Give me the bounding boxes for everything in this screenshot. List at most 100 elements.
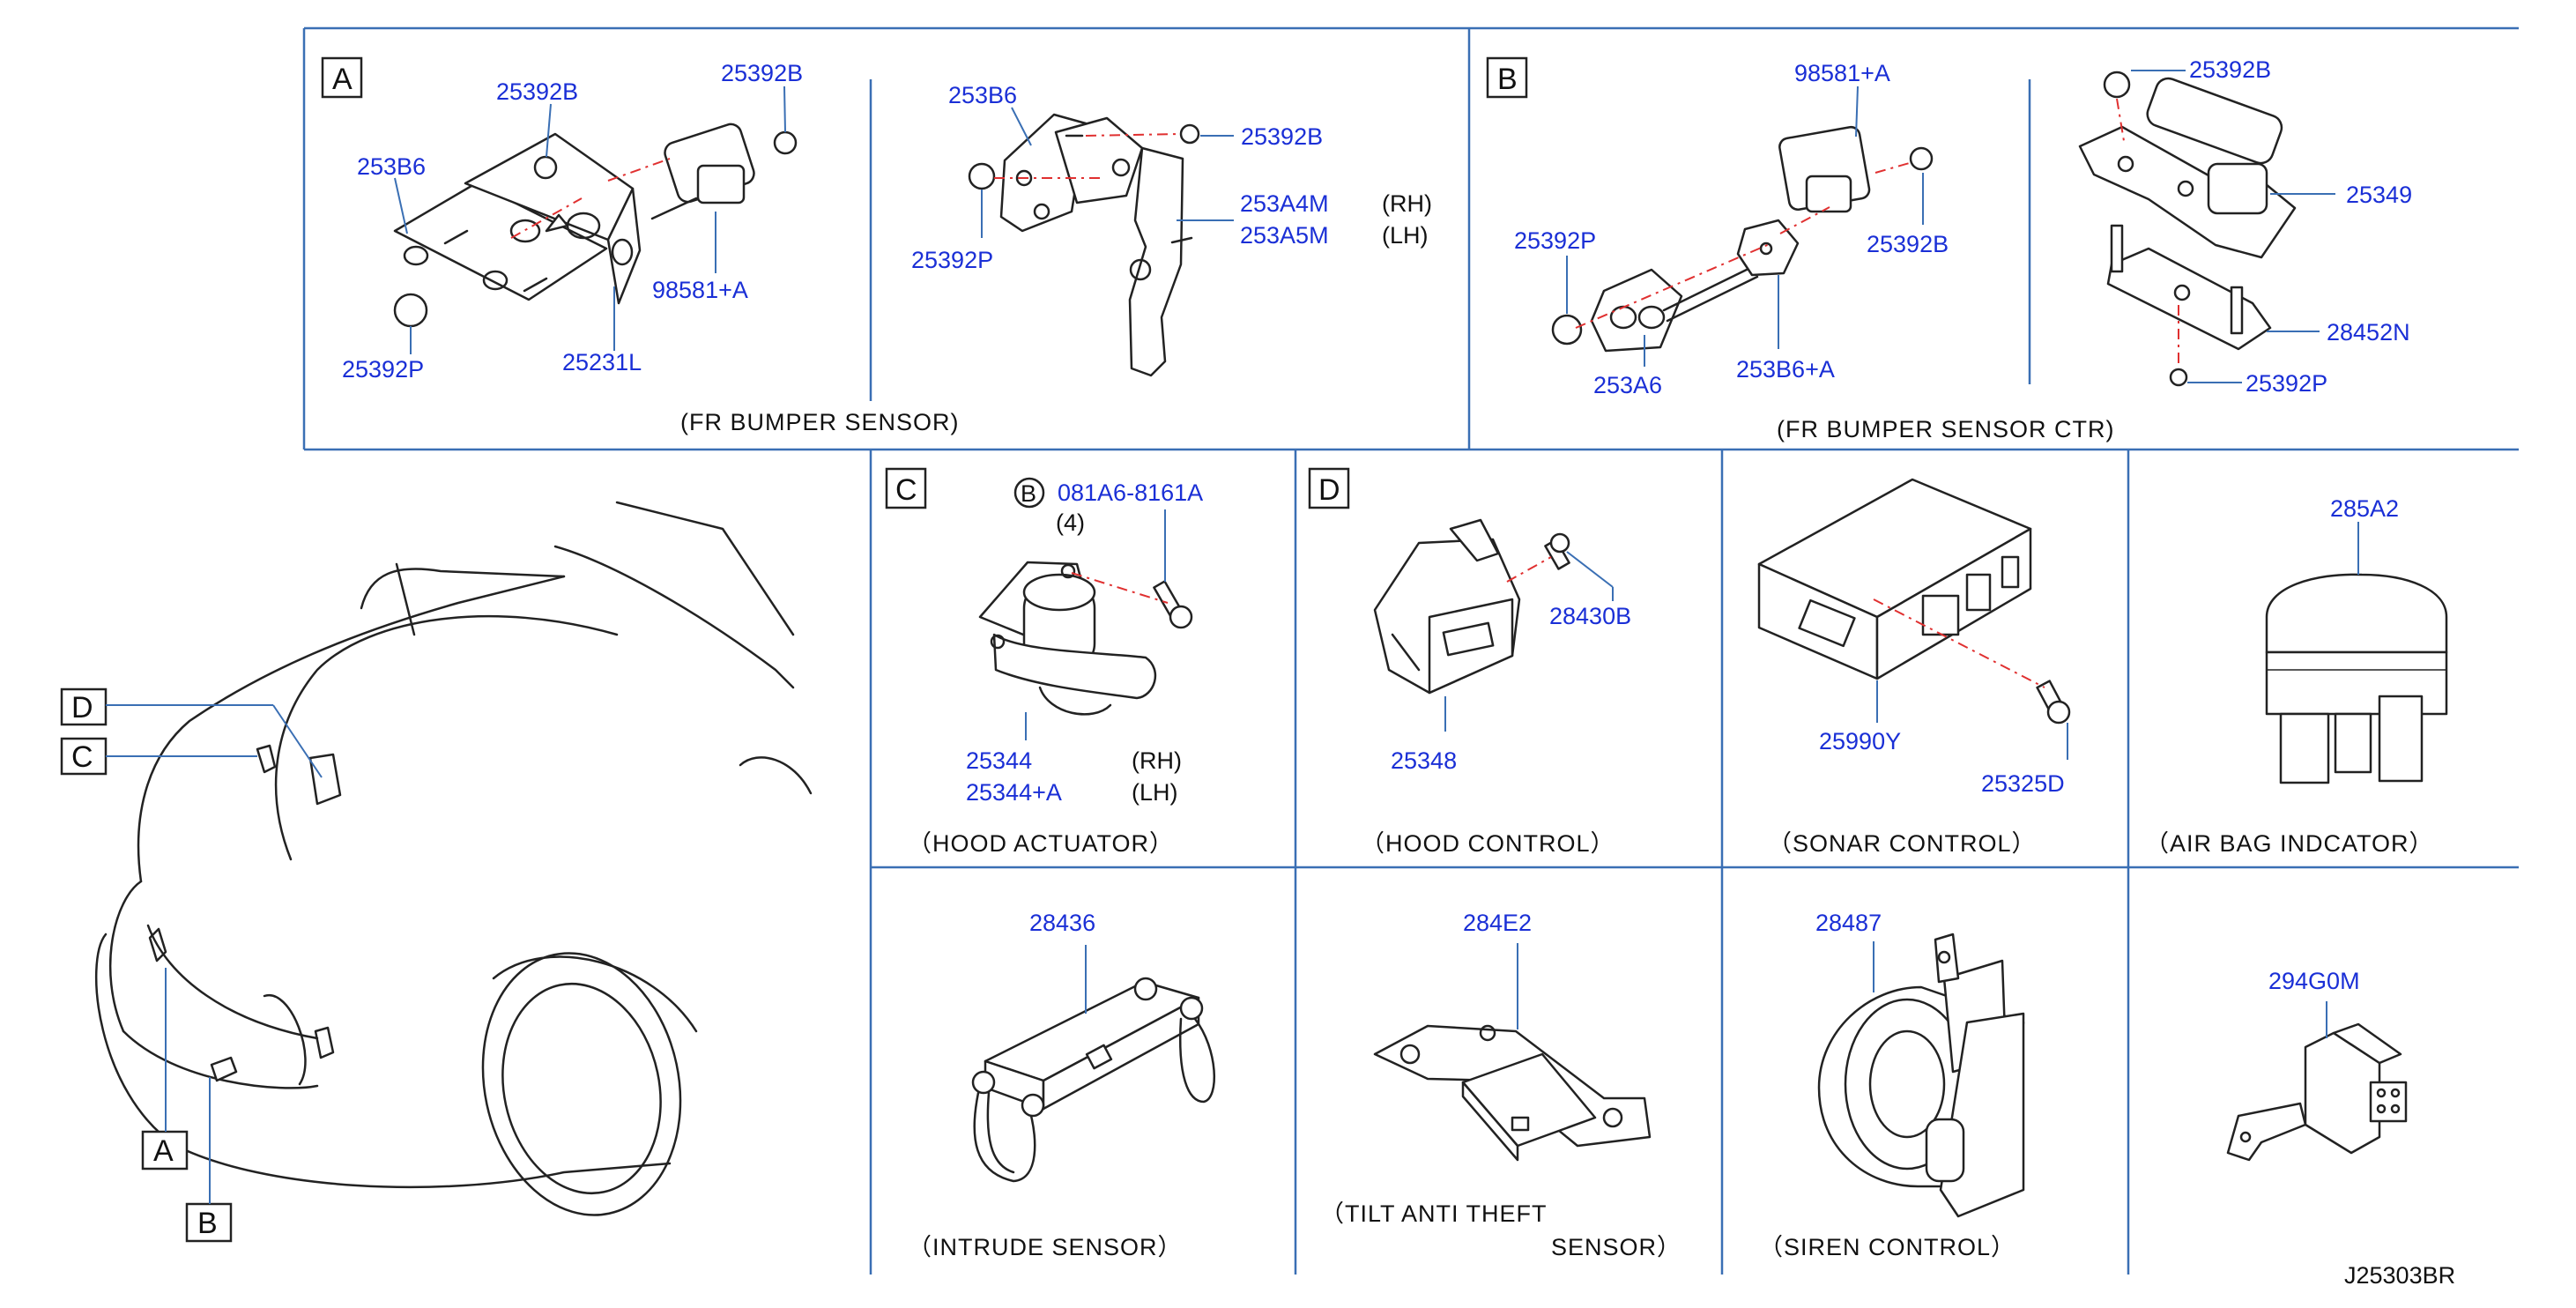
part-label-25392b-arm: 25392B <box>1241 123 1323 150</box>
assembly-dashline <box>2116 98 2125 142</box>
caption-fr-bumper-sensor-ctr: (FR BUMPER SENSOR CTR) <box>1777 416 2115 442</box>
part-label-253b6: 253B6 <box>357 153 426 180</box>
part-label-081a6-8161a: 081A6-8161A <box>1058 479 1203 506</box>
part-label-253a4m: 253A4M <box>1240 190 1329 217</box>
section-intrude: 28436 （INTRUDE SENSOR） <box>908 910 1216 1260</box>
hood-control-illustration <box>1373 518 1570 695</box>
assembly-dashline <box>607 158 671 182</box>
bumper-sensor-bracket-illustration <box>393 123 798 328</box>
section-a-letter-box <box>321 56 363 99</box>
sensor-ctr-bracket-illustration <box>2078 71 2297 387</box>
tilt-sensor-illustration <box>1373 1024 1652 1162</box>
bolt-marker-letter: B <box>1021 480 1036 507</box>
part-label-28487: 28487 <box>1815 910 1882 936</box>
side-rh-label-c: (RH) <box>1132 747 1182 774</box>
assembly-dashline <box>1779 206 1830 234</box>
caption-fr-bumper-sensor: (FR BUMPER SENSOR) <box>680 409 960 435</box>
bolt-quantity: (4) <box>1056 509 1085 536</box>
section-d-letter-box <box>1308 467 1350 509</box>
callout-b-box <box>185 1202 233 1243</box>
assembly-dashline <box>1071 572 1169 604</box>
section-tilt: 284E2 （TILT ANTI THEFT SENSOR） <box>1320 910 1681 1260</box>
diagram-code: J25303BR <box>2344 1262 2455 1289</box>
assembly-dashline <box>1873 598 2045 688</box>
part-label-25348: 25348 <box>1391 747 1457 774</box>
part-label-28430b: 28430B <box>1549 603 1631 629</box>
section-c-letter-box <box>885 467 927 509</box>
caption-hood-actuator: （HOOD ACTUATOR） <box>908 830 1174 857</box>
side-lh-label-c: (LH) <box>1132 779 1178 806</box>
section-a: A 25392B 2 <box>321 56 1432 435</box>
caption-tilt-line2: SENSOR） <box>1551 1234 1681 1260</box>
section-misc: 294G0M <box>2226 968 2408 1162</box>
callout-d: D <box>71 691 93 725</box>
part-label-25344: 25344 <box>966 747 1032 774</box>
part-label-253a6: 253A6 <box>1593 372 1662 398</box>
assembly-dashline <box>510 197 583 239</box>
hood-actuator-illustration <box>978 561 1193 716</box>
part-label-25392b-ctr-2: 25392B <box>2189 56 2271 83</box>
section-c-letter: C <box>895 473 917 507</box>
section-b-letter: B <box>1497 63 1518 96</box>
section-b: B 98581+A 25392P 25392B 253A6 253B6+A <box>1486 56 2412 442</box>
callout-a: A <box>153 1134 174 1168</box>
vehicle-overview-illustration <box>94 501 813 1216</box>
part-label-25990y: 25990Y <box>1819 728 1901 754</box>
part-label-285a2: 285A2 <box>2330 495 2399 522</box>
part-label-25325d: 25325D <box>1981 770 2065 797</box>
section-sonar: 25990Y 25325D （SONAR CONTROL） <box>1757 478 2071 857</box>
section-siren: 28487 （SIREN CONTROL） <box>1759 910 2025 1260</box>
grid-frame <box>302 26 2519 1275</box>
section-d: D 28430B 25348 （HOOD CONTROL） <box>1308 467 1631 857</box>
caption-sonar-control: （SONAR CONTROL） <box>1768 830 2037 857</box>
section-airbag: 285A2 （AIR BAG INDCATOR） <box>2145 495 2448 857</box>
part-label-25392p-ctr-2: 25392P <box>2246 370 2327 397</box>
part-label-25392b: 25392B <box>496 78 578 105</box>
part-label-25392b-2: 25392B <box>721 60 803 86</box>
caption-airbag-indicator: （AIR BAG INDCATOR） <box>2145 830 2434 857</box>
section-a-letter: A <box>332 63 353 96</box>
callout-c: C <box>71 740 93 774</box>
part-label-25231l: 25231L <box>562 349 642 375</box>
part-label-98581a-ctr: 98581+A <box>1794 60 1890 86</box>
part-label-25344a: 25344+A <box>966 779 1062 806</box>
part-label-28436: 28436 <box>1029 910 1095 936</box>
callout-c-box <box>60 737 108 776</box>
side-rh-label: (RH) <box>1382 190 1432 217</box>
part-label-253b6-arm: 253B6 <box>948 82 1017 108</box>
caption-siren-control: （SIREN CONTROL） <box>1759 1234 2016 1260</box>
intrude-sensor-illustration <box>971 977 1216 1183</box>
siren-control-illustration <box>1817 933 2025 1218</box>
callout-d-box <box>60 687 108 726</box>
bolt-marker-circle <box>1013 477 1045 509</box>
caption-intrude-sensor: （INTRUDE SENSOR） <box>908 1234 1183 1260</box>
callout-b: B <box>197 1207 218 1240</box>
part-label-25392b-ctr: 25392B <box>1867 231 1949 257</box>
bumper-sensor-ctr-illustration <box>1551 125 1934 353</box>
airbag-indicator-illustration <box>2265 573 2448 784</box>
part-label-25392p: 25392P <box>342 356 424 383</box>
part-label-28452n: 28452N <box>2327 319 2410 346</box>
section-b-letter-box <box>1486 56 1528 99</box>
assembly-dashline <box>1874 161 1913 174</box>
caption-tilt-line1: （TILT ANTI THEFT <box>1320 1200 1548 1227</box>
part-label-98581a: 98581+A <box>652 277 748 303</box>
assembly-dashline <box>1506 556 1552 583</box>
assembly-dashline <box>1085 133 1182 137</box>
section-c: C B 081A6-8161A (4) 25344 25344+A (RH) (… <box>885 467 1203 857</box>
part-label-25349: 25349 <box>2346 182 2412 208</box>
part-label-25392p-arm: 25392P <box>911 247 993 273</box>
sonar-control-illustration <box>1757 478 2071 725</box>
part-label-25392p-ctr: 25392P <box>1514 227 1596 254</box>
section-d-letter: D <box>1318 473 1340 507</box>
caption-hood-control: （HOOD CONTROL） <box>1361 830 1615 857</box>
part-label-253b6a: 253B6+A <box>1736 356 1835 383</box>
module-294g0m-illustration <box>2226 1022 2408 1162</box>
side-lh-label: (LH) <box>1382 222 1429 249</box>
part-label-284e2: 284E2 <box>1463 910 1532 936</box>
callout-a-box <box>141 1130 189 1171</box>
part-label-253a5m: 253A5M <box>1240 222 1329 249</box>
bumper-sensor-arm-illustration <box>968 113 1200 377</box>
part-label-294g0m: 294G0M <box>2268 968 2360 994</box>
